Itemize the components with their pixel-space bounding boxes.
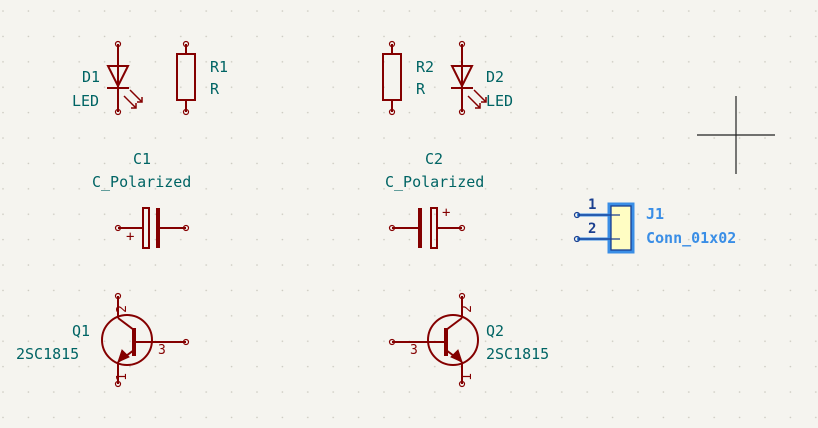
r1-reference[interactable]: R1 <box>210 58 229 76</box>
d2-value[interactable]: LED <box>486 92 514 110</box>
j1-pin1-number: 1 <box>588 197 597 213</box>
q2-reference[interactable]: Q2 <box>486 322 505 340</box>
c2-value[interactable]: C_Polarized <box>385 173 485 191</box>
r2-reference[interactable]: R2 <box>416 58 435 76</box>
c2-polarity-mark: + <box>442 205 451 221</box>
r1-value[interactable]: R <box>210 80 220 98</box>
c1-value[interactable]: C_Polarized <box>92 173 192 191</box>
d1-value[interactable]: LED <box>72 92 100 110</box>
j1-reference[interactable]: J1 <box>646 205 665 223</box>
r2-value[interactable]: R <box>416 80 426 98</box>
d2-reference[interactable]: D2 <box>486 68 505 86</box>
q2-value[interactable]: 2SC1815 <box>486 345 550 363</box>
j1-value[interactable]: Conn_01x02 <box>646 229 737 247</box>
j1-pin2-number: 2 <box>588 221 597 237</box>
q1-pin3-number: 3 <box>158 343 166 358</box>
q2-pin3-number: 3 <box>410 343 418 358</box>
c1-reference[interactable]: C1 <box>133 150 152 168</box>
q1-reference[interactable]: Q1 <box>72 322 91 340</box>
q2-pin2-number: 2 <box>459 305 475 313</box>
d1-reference[interactable]: D1 <box>82 68 101 86</box>
c2-reference[interactable]: C2 <box>425 150 444 168</box>
q1-value[interactable]: 2SC1815 <box>16 345 80 363</box>
c1-polarity-mark: + <box>126 229 135 245</box>
q2-pin1-number: 1 <box>459 373 475 381</box>
